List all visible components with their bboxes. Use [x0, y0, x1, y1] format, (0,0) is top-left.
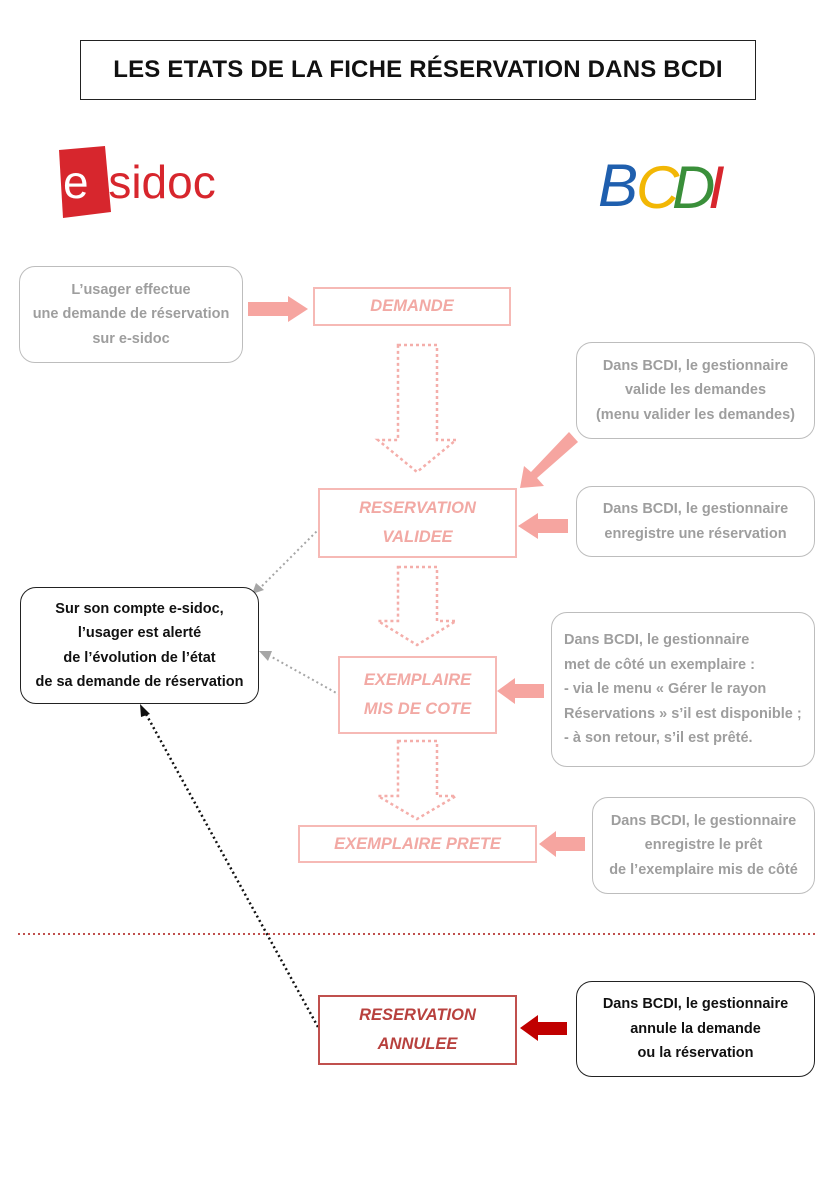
state-reservation-validee: RESERVATION VALIDEE: [318, 488, 517, 558]
state-exemplaire-prete: EXEMPLAIRE PRETE: [298, 825, 537, 863]
note-line: de l’évolution de l’état: [63, 649, 216, 666]
state-annulee-line2: ANNULEE: [377, 1035, 458, 1053]
esidoc-logo: e -sidoc: [55, 146, 265, 220]
note-line: L’usager effectue: [71, 281, 191, 298]
note-line: une demande de réservation: [32, 306, 230, 323]
down-arrow-1: [374, 343, 460, 474]
note-enregistre-reservation: Dans BCDI, le gestionnaire enregistre un…: [576, 486, 815, 557]
note-met-de-cote: Dans BCDI, le gestionnaire met de côté u…: [551, 612, 815, 767]
state-annulee-line1: RESERVATION: [359, 1006, 476, 1024]
note-line: ou la réservation: [637, 1045, 754, 1062]
note-line: de l’exemplaire mis de côté: [609, 861, 798, 878]
state-reservation-annulee: RESERVATION ANNULEE: [318, 995, 517, 1065]
note-line: enregistre le prêt: [644, 837, 763, 854]
note-line: Dans BCDI, le gestionnaire: [602, 996, 789, 1013]
note-line: Réservations » s’il est disponible ;: [564, 705, 802, 722]
note-line: (menu valider les demandes): [595, 406, 796, 423]
note-line: Dans BCDI, le gestionnaire: [602, 501, 789, 517]
down-arrow-2: [373, 565, 461, 647]
page-title: LES ETATS DE LA FICHE RÉSERVATION DANS B…: [80, 40, 756, 100]
note-valide-demandes: Dans BCDI, le gestionnaire valide les de…: [576, 342, 815, 439]
note-line: Dans BCDI, le gestionnaire: [610, 812, 797, 829]
state-misdecote-line2: MIS DE COTE: [363, 700, 472, 718]
arrow-annule-to-annulee: [520, 1015, 567, 1041]
arrow-usager-to-demande: [248, 296, 308, 322]
note-line: annule la demande: [630, 1020, 761, 1037]
arrow-valide-to-validee: [520, 432, 578, 488]
state-misdecote-line1: EXEMPLAIRE: [363, 671, 472, 689]
svg-text:-sidoc: -sidoc: [93, 156, 216, 208]
arrow-metdecote-to-exemplaire: [497, 678, 544, 704]
note-line: enregistre une réservation: [604, 525, 787, 542]
svg-text:e: e: [63, 156, 89, 208]
svg-text:D: D: [672, 154, 715, 221]
state-validee-line1: RESERVATION: [359, 499, 476, 517]
note-line: Dans BCDI, le gestionnaire: [564, 632, 750, 649]
svg-text:B: B: [598, 152, 638, 219]
state-demande-label: DEMANDE: [370, 297, 454, 315]
arrow-pret-to-prete: [539, 831, 585, 857]
bcdi-logo: B C D I: [596, 138, 726, 222]
note-line: Dans BCDI, le gestionnaire: [602, 357, 789, 374]
note-line: - via le menu « Gérer le rayon: [564, 681, 767, 698]
svg-text:C: C: [636, 154, 680, 221]
note-enregistre-pret: Dans BCDI, le gestionnaire enregistre le…: [592, 797, 815, 894]
note-alerte-usager: Sur son compte e-sidoc, l’usager est ale…: [20, 587, 259, 704]
note-line: met de côté un exemplaire :: [564, 656, 755, 673]
state-demande: DEMANDE: [313, 287, 511, 326]
note-line: de sa demande de réservation: [35, 674, 244, 690]
state-validee-line2: VALIDEE: [382, 528, 453, 546]
note-line: valide les demandes: [624, 382, 767, 399]
state-prete-label: EXEMPLAIRE PRETE: [334, 834, 501, 853]
svg-text:I: I: [708, 154, 725, 221]
note-line: Sur son compte e-sidoc,: [55, 600, 224, 617]
dotted-annulee-to-alert: [144, 713, 320, 1028]
arrow-enregistre-to-validee: [518, 513, 568, 539]
note-line: sur e-sidoc: [92, 330, 170, 347]
note-line: - à son retour, s’il est prêté.: [564, 730, 753, 747]
dotted-misdecote-to-alert: [269, 655, 341, 696]
note-line: l’usager est alerté: [77, 625, 202, 641]
state-exemplaire-mis-de-cote: EXEMPLAIRE MIS DE COTE: [338, 656, 497, 734]
down-arrow-3: [373, 739, 461, 821]
note-annule: Dans BCDI, le gestionnaire annule la dem…: [576, 981, 815, 1077]
dotted-validee-to-alert: [259, 527, 321, 589]
note-usager-demande: L’usager effectue une demande de réserva…: [19, 266, 243, 363]
